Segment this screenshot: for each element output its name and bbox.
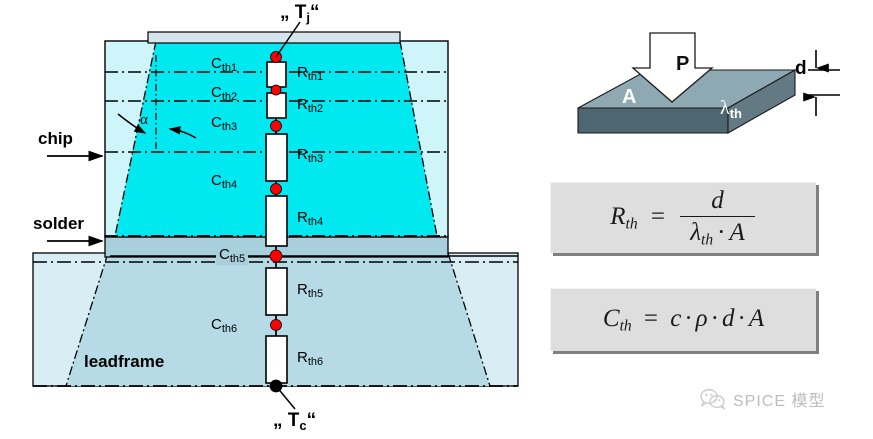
formula-1-expression: Rth = d λth·A (610, 187, 756, 250)
lambda-th-label: λth (720, 97, 742, 121)
alpha-arrow-right (168, 126, 197, 139)
watermark-text: SPICE 模型 (733, 393, 826, 410)
resistor-rth3 (265, 133, 288, 182)
cross-section-diagram (32, 21, 519, 410)
node-cth5 (269, 249, 283, 263)
resistor-rth5 (265, 267, 288, 316)
leadframe-label: leadframe (84, 352, 165, 371)
cap-label-cth1: Cth1 (211, 55, 238, 74)
power-arrow (631, 32, 714, 103)
tj-leader-line (275, 21, 301, 58)
node-cth4 (270, 183, 282, 195)
chip-label: chip (38, 129, 73, 148)
tj-subscript: j (306, 10, 311, 25)
power-label: P (676, 53, 690, 75)
resistor-rth2 (266, 92, 287, 119)
res-label-rth5: Rth5 (297, 281, 324, 300)
resistor-rth6 (265, 335, 288, 384)
thickness-label: d (795, 58, 807, 79)
node-cth2 (270, 84, 282, 96)
slab-side-face (727, 69, 796, 134)
cap-label-cth5: Cth5 (216, 246, 249, 265)
cap-label-cth4: Cth4 (211, 172, 238, 191)
res-label-rth3: Rth3 (297, 146, 324, 165)
cap-label-cth6: Cth6 (211, 316, 238, 335)
wechat-icon (700, 389, 726, 410)
chip-slant-right (399, 40, 438, 237)
resistor-rth1 (266, 61, 287, 88)
slab-front-face (577, 107, 729, 134)
leadframe-slant-right (447, 252, 491, 387)
res-label-rth1: Rth1 (297, 64, 324, 83)
thermal-resistance-formula: Rth = d λth·A (550, 182, 816, 253)
top-metallization (147, 31, 401, 44)
leadframe-slant-left (65, 252, 109, 387)
node-cth3 (270, 120, 282, 132)
res-label-rth4: Rth4 (297, 209, 324, 228)
chip-slant-left (114, 40, 157, 237)
tj-label: „ Tj“ (280, 2, 320, 25)
solder-label: solder (33, 214, 85, 233)
cap-label-cth3: Cth3 (211, 114, 238, 133)
area-label: A (622, 86, 637, 108)
formula-2-expression: Cth = c·ρ·d·A (602, 304, 765, 335)
res-label-rth6: Rth6 (297, 349, 324, 368)
resistor-rth4 (265, 195, 288, 247)
tc-label: „ Tc“ (273, 410, 317, 433)
res-label-rth2: Rth2 (297, 96, 324, 115)
alpha-arrow-left (117, 113, 147, 134)
node-cth6 (270, 319, 282, 331)
tc-leader-line (275, 385, 296, 410)
alpha-label: α (140, 112, 148, 128)
thermal-capacitance-formula: Cth = c·ρ·d·A (550, 288, 816, 351)
tc-subscript: c (299, 418, 307, 433)
watermark: SPICE 模型 (700, 387, 825, 411)
slab-diagram (577, 32, 840, 134)
formula-1-fraction: d λth·A (680, 187, 755, 250)
cap-label-cth2: Cth2 (211, 84, 238, 103)
